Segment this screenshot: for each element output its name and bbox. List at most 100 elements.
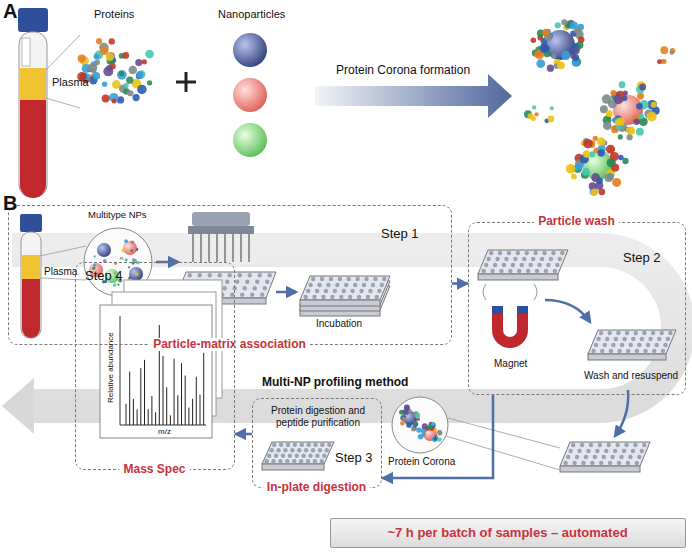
protein <box>416 427 421 432</box>
protein <box>119 71 124 76</box>
well <box>327 443 331 447</box>
well <box>368 289 372 293</box>
spectrum-peak <box>166 387 167 425</box>
well <box>622 449 626 453</box>
step-number: Step 4 <box>85 269 123 284</box>
well <box>272 443 276 447</box>
well <box>245 280 249 284</box>
protein <box>582 168 590 176</box>
protein <box>93 255 96 258</box>
well <box>622 337 626 341</box>
well <box>338 277 342 281</box>
pipette-tip <box>232 234 233 262</box>
protein <box>662 59 667 64</box>
plate-side <box>588 354 666 360</box>
protein <box>106 53 114 61</box>
protein <box>109 38 115 44</box>
well <box>608 331 612 335</box>
protein <box>651 102 657 108</box>
zoom-lines <box>40 246 86 280</box>
spectrum-peak <box>151 396 152 425</box>
pipette-tip <box>192 234 193 262</box>
protein <box>589 151 595 157</box>
protein <box>127 90 133 96</box>
nanoparticle <box>123 241 137 255</box>
well <box>313 459 317 463</box>
well <box>617 461 621 465</box>
protein <box>406 422 412 428</box>
well <box>306 459 310 463</box>
protein <box>627 134 633 140</box>
well <box>325 448 329 452</box>
protein <box>571 174 577 180</box>
well <box>604 449 608 453</box>
spectrum-peak <box>188 408 189 425</box>
well <box>380 283 384 287</box>
protein <box>117 70 127 80</box>
duration-banner: ~7 h per batch of samples – automated <box>330 518 686 548</box>
protein <box>122 52 129 59</box>
well <box>308 454 312 458</box>
well <box>661 349 665 353</box>
component-label: Nanoparticles <box>218 8 285 21</box>
plate-top <box>588 330 676 354</box>
protein <box>657 59 662 64</box>
well <box>300 443 304 447</box>
well <box>635 461 639 465</box>
plus-sign <box>176 72 196 92</box>
flow-connector <box>452 282 468 285</box>
protein <box>96 38 102 44</box>
well <box>321 295 325 299</box>
protein <box>135 272 138 275</box>
well <box>572 461 576 465</box>
spectrum-peak <box>200 395 201 425</box>
protein <box>121 257 124 260</box>
well <box>240 293 244 297</box>
well <box>308 283 312 287</box>
plate-top <box>262 442 334 464</box>
well <box>507 251 511 255</box>
protein <box>102 94 110 102</box>
spectrum-peak <box>126 404 127 425</box>
protein <box>402 417 406 421</box>
step-box: Step 4Mass Spec <box>75 262 235 470</box>
well <box>614 337 618 341</box>
well <box>255 280 259 284</box>
multichannel-pipette <box>188 212 254 262</box>
protein <box>618 155 623 160</box>
well <box>663 343 667 347</box>
well <box>637 455 641 459</box>
well <box>652 349 656 353</box>
spectrum-peak <box>133 399 134 425</box>
well <box>357 295 361 299</box>
flow-connector <box>382 395 493 478</box>
protein <box>128 266 130 268</box>
well <box>271 459 275 463</box>
well <box>581 461 585 465</box>
well <box>243 286 247 290</box>
well <box>651 331 655 335</box>
well <box>600 349 604 353</box>
protein <box>528 113 534 119</box>
protein <box>561 19 567 25</box>
protein <box>135 259 137 261</box>
protein <box>434 437 438 441</box>
protein <box>548 115 555 122</box>
well <box>333 289 337 293</box>
well <box>299 459 303 463</box>
well <box>288 454 292 458</box>
well <box>648 337 652 341</box>
well <box>274 454 278 458</box>
well <box>629 343 633 347</box>
protein <box>94 54 99 59</box>
protein <box>555 22 561 28</box>
well <box>511 263 515 267</box>
protein <box>137 85 146 94</box>
well <box>253 286 257 290</box>
well <box>631 449 635 453</box>
well <box>508 269 512 273</box>
protein <box>550 106 554 110</box>
protein <box>437 431 442 436</box>
well <box>584 455 588 459</box>
